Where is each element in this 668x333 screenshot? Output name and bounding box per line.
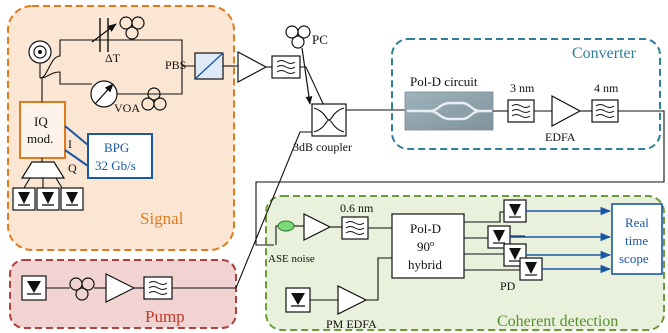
lo-laser: LO bbox=[285, 287, 311, 313]
coupler-label: 3dB coupler bbox=[293, 140, 352, 154]
pc-lower-icon bbox=[141, 87, 167, 111]
ase-noise-label: ASE noise bbox=[268, 253, 315, 265]
pold-circuit-label: Pol-D circuit bbox=[410, 74, 478, 89]
pc-label: PC bbox=[312, 32, 328, 47]
laser-diode-1-icon bbox=[12, 187, 36, 211]
photodiode-4-icon bbox=[519, 257, 543, 281]
iq-mod-line1: IQ bbox=[34, 114, 48, 129]
pold-chip-icon bbox=[404, 91, 494, 131]
filter-3nm-icon bbox=[507, 99, 535, 123]
iq-mod-line2: mod. bbox=[27, 131, 53, 146]
pbs-label: PBS bbox=[165, 58, 186, 72]
delay-line-icon: ΔT bbox=[91, 18, 158, 65]
preamp-icon bbox=[303, 213, 332, 241]
filter-06nm-icon bbox=[341, 216, 369, 240]
wdm-mux-icon bbox=[20, 158, 66, 189]
pump-filter-icon bbox=[143, 276, 173, 300]
laser-diode-3-icon bbox=[60, 187, 84, 211]
laser-source-icon bbox=[28, 40, 52, 78]
scope-line3: scope bbox=[619, 251, 649, 266]
delta-t-label: ΔT bbox=[105, 51, 121, 65]
scope-line2: time bbox=[625, 233, 648, 248]
pump-pc-icon bbox=[69, 277, 95, 301]
coherent-region: Coherent detection bbox=[265, 195, 665, 331]
hybrid-line3: hybrid bbox=[408, 257, 442, 272]
scope-line1: Real bbox=[625, 215, 649, 230]
edfa-icon: EDFA bbox=[545, 94, 582, 144]
filter-3nm-label: 3 nm bbox=[510, 81, 535, 95]
hybrid-box: Pol-D 90º hybrid bbox=[391, 213, 465, 279]
signal-region-label: Signal bbox=[140, 209, 184, 228]
filter-4nm-label: 4 nm bbox=[594, 81, 619, 95]
hybrid-line1: Pol-D bbox=[410, 221, 441, 236]
q-label: Q bbox=[68, 161, 77, 175]
converter-region-label: Converter bbox=[572, 45, 637, 62]
coupler-icon: 3dB coupler bbox=[293, 103, 352, 154]
bpg-line2: 32 Gb/s bbox=[95, 158, 136, 173]
pbs-icon: PBS bbox=[165, 52, 224, 80]
pm-edfa-icon: PM EDFA bbox=[326, 285, 377, 331]
pd-label: PD bbox=[500, 279, 516, 293]
coherent-region-label: Coherent detection bbox=[497, 313, 618, 330]
pump-region-label: Pump bbox=[145, 307, 185, 326]
bpg-line1: BPG bbox=[104, 140, 129, 155]
laser-diode-2-icon bbox=[36, 187, 60, 211]
filter-06nm-label: 0.6 nm bbox=[340, 201, 374, 215]
signal-filter-icon bbox=[271, 55, 301, 79]
pc-coupler-icon: PC bbox=[285, 25, 328, 49]
photodiode-1-icon bbox=[503, 199, 527, 223]
voa-label: VOA bbox=[114, 101, 140, 115]
i-label: I bbox=[68, 137, 72, 151]
photodiode-2-icon bbox=[487, 225, 511, 249]
hybrid-line2: 90º bbox=[417, 239, 434, 254]
pm-edfa-label: PM EDFA bbox=[326, 317, 377, 331]
converter-to-receiver-wire bbox=[255, 110, 665, 246]
iq-modulator: IQ mod. bbox=[19, 101, 66, 159]
pc-upper-icon bbox=[119, 16, 145, 40]
filter-4nm-icon bbox=[591, 99, 619, 123]
pump-laser-icon bbox=[21, 275, 47, 301]
bpg-box: BPG 32 Gb/s bbox=[87, 133, 153, 179]
lower-arm-wire bbox=[39, 71, 92, 85]
upper-arm-wire bbox=[39, 39, 95, 79]
scope-box: Real time scope bbox=[611, 203, 663, 275]
pump-to-coupler-wire bbox=[235, 131, 312, 289]
edfa-label: EDFA bbox=[545, 130, 576, 144]
pump-amplifier-icon bbox=[105, 273, 136, 303]
ase-noise-coupler-icon: ASE noise bbox=[268, 220, 315, 265]
signal-amplifier-icon bbox=[237, 50, 268, 84]
